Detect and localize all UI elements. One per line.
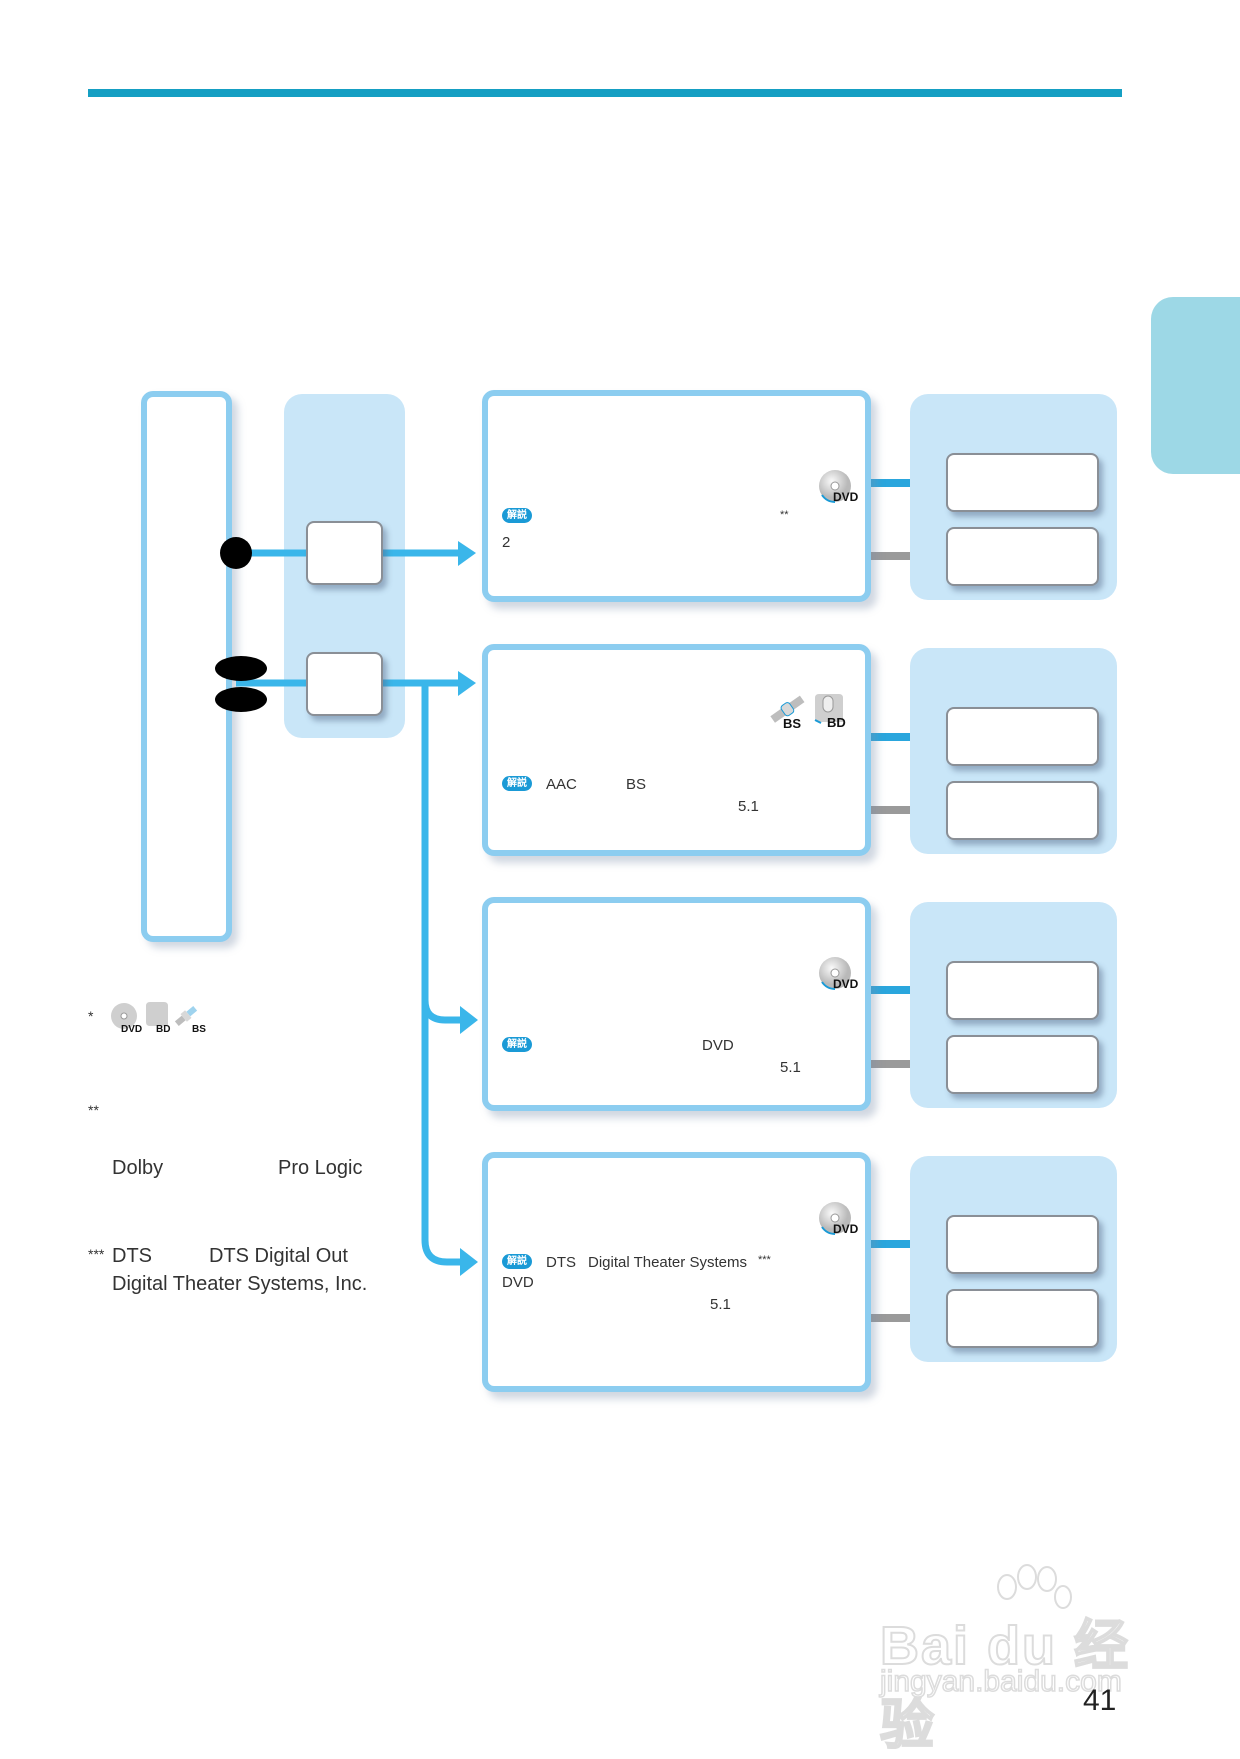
output-box-primary (946, 1215, 1099, 1274)
section-tab[interactable] (1151, 297, 1240, 474)
output-box-primary (946, 707, 1099, 766)
format-fullname: Digital Theater Systems (588, 1254, 747, 1271)
output-panel-3 (910, 902, 1117, 1108)
dvd-icon-label: DVD (833, 1222, 859, 1236)
watermark-brand: Bai du 经验 (879, 1615, 1131, 1756)
explanation-badge: 解説 (502, 776, 532, 791)
jack-marker-round (220, 537, 252, 569)
output-box-secondary (946, 527, 1099, 586)
arrowhead-3 (460, 1006, 478, 1034)
arrowhead-4 (460, 1248, 478, 1276)
dvd-disc-icon: DVD (819, 957, 859, 998)
connector-node-1 (306, 521, 383, 585)
branch-line-4 (421, 1000, 462, 1266)
channel-count: 5.1 (710, 1296, 731, 1313)
output-arrow-blue-3 (871, 986, 919, 994)
output-box-primary (946, 453, 1099, 512)
output-panel-1 (910, 394, 1117, 600)
bd-disc-icon: BD (813, 694, 853, 735)
footnote-3-mark: *** (88, 1246, 105, 1262)
page-number: 41 (1083, 1684, 1117, 1717)
branch-line-3 (421, 683, 462, 1024)
footnote-2-mark: ** (88, 1102, 99, 1118)
bs-satellite-icon: BS (770, 695, 810, 735)
output-arrow-gray-1 (871, 552, 919, 560)
jack-marker-oval-top (215, 656, 267, 681)
footnote-1-mark: * (88, 1008, 94, 1024)
footnote-3-text-c: Digital Theater Systems, Inc. (112, 1273, 368, 1295)
arrowhead-2 (458, 671, 476, 696)
footnote-3-text-b: DTS Digital Out (209, 1245, 348, 1267)
format-desc-line: 2 (502, 534, 511, 551)
footnote-3-text-a: DTS (112, 1245, 152, 1267)
dvd-icon-label: DVD (833, 490, 859, 504)
dvd-disc-icon: DVD (819, 1202, 859, 1243)
bs-icon-label: BS (192, 1024, 206, 1035)
format-box-1: DVD 解説 ** 2 (482, 390, 871, 602)
output-arrow-gray-2 (871, 806, 919, 814)
bd-disc-icon (146, 1002, 168, 1026)
output-arrow-blue-2 (871, 733, 919, 741)
output-arrow-blue-4 (871, 1240, 919, 1248)
format-source: DVD (702, 1037, 734, 1054)
format-box-4: DVD 解説 DTS Digital Theater Systems *** D… (482, 1152, 871, 1392)
output-arrow-blue-1 (871, 479, 919, 487)
channel-count: 5.1 (780, 1059, 801, 1076)
bs-icon-label: BS (783, 716, 801, 731)
format-name: DTS (546, 1254, 576, 1271)
output-panel-2 (910, 648, 1117, 854)
dvd-disc-icon: DVD (819, 470, 859, 511)
explanation-badge: 解説 (502, 1037, 532, 1052)
output-panel-4 (910, 1156, 1117, 1362)
footnote-media-icons: DVD BD BS (110, 1002, 210, 1041)
bd-icon-label: BD (156, 1024, 170, 1035)
format-source: BS (626, 776, 647, 793)
format-name: AAC (546, 776, 577, 793)
footnote-ref: ** (780, 509, 789, 521)
explanation-badge: 解説 (502, 1254, 532, 1269)
format-box-3: DVD 解説 DVD 5.1 (482, 897, 871, 1111)
watermark: Bai du 经验 jingyan.baidu.com (879, 1564, 1170, 1756)
dvd-icon-label: DVD (833, 977, 859, 991)
footnote-2-text-b: Pro Logic (278, 1157, 363, 1179)
channel-count: 5.1 (738, 798, 759, 815)
output-box-primary (946, 961, 1099, 1020)
bs-satellite-icon (174, 1005, 198, 1027)
output-arrow-gray-3 (871, 1060, 919, 1068)
header-rule (88, 89, 1122, 97)
format-source: DVD (502, 1274, 534, 1291)
explanation-badge: 解説 (502, 508, 532, 523)
output-box-secondary (946, 1289, 1099, 1348)
connector-node-2 (306, 652, 383, 716)
paw-icon (997, 1564, 1072, 1609)
jack-marker-oval-bottom (215, 687, 267, 712)
footnote-ref: *** (758, 1254, 771, 1266)
format-box-2: BS BD 解説 AAC BS 5.1 (482, 644, 871, 856)
bd-icon-label: BD (827, 715, 846, 730)
output-arrow-gray-4 (871, 1314, 919, 1322)
arrowhead-1 (458, 541, 476, 566)
output-box-secondary (946, 781, 1099, 840)
output-box-secondary (946, 1035, 1099, 1094)
watermark-url: jingyan.baidu.com (879, 1664, 1122, 1699)
footnote-2-text-a: Dolby (112, 1157, 164, 1179)
dvd-icon-label: DVD (121, 1024, 142, 1035)
